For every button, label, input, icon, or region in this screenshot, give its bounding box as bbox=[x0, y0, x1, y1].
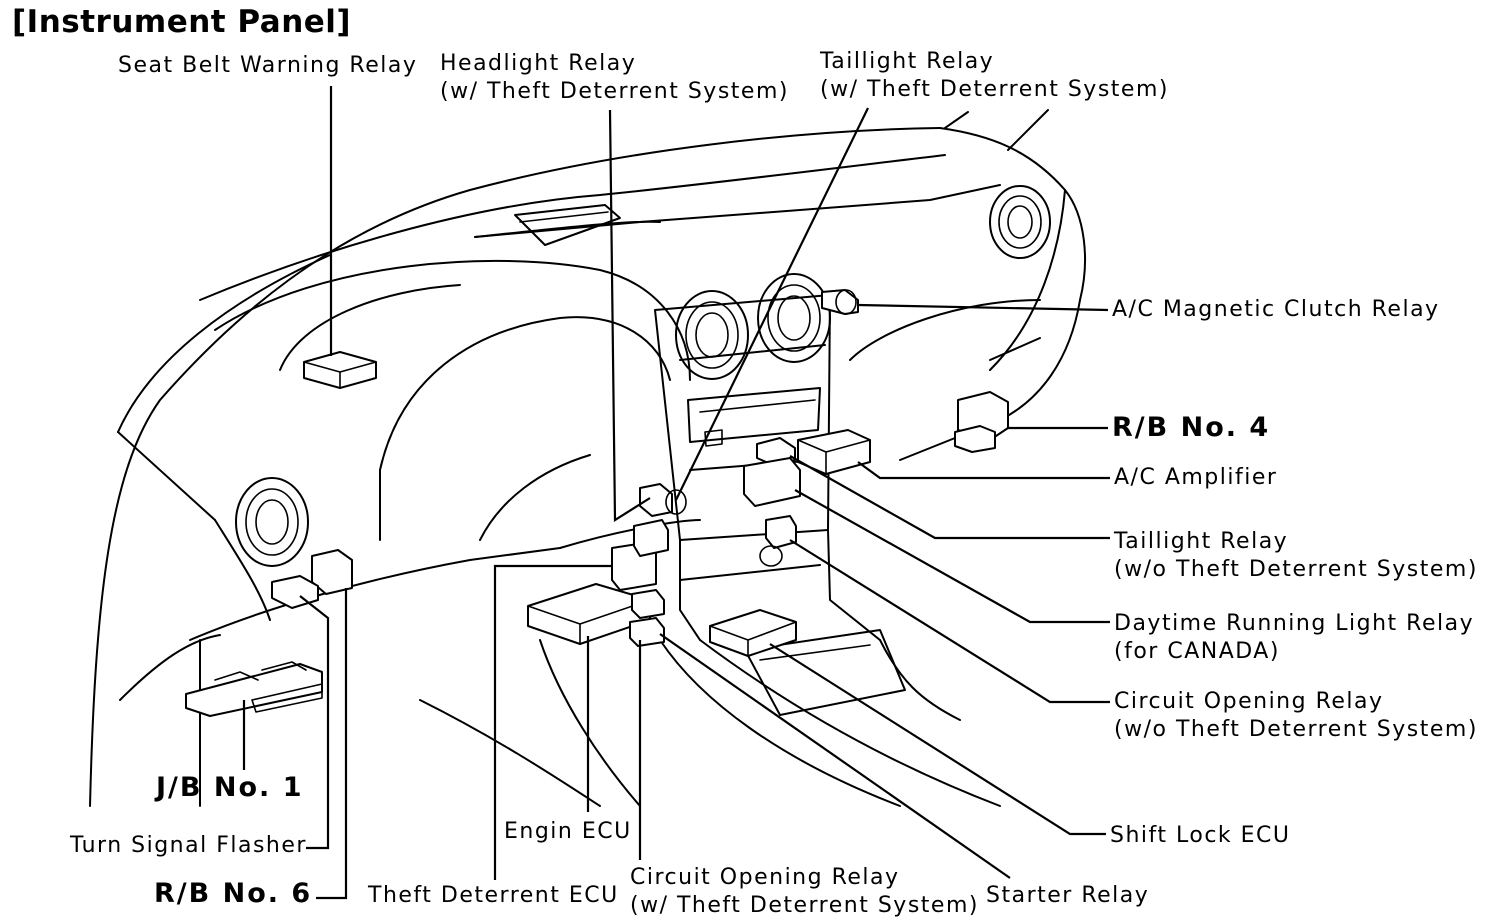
seat-belt-warning-relay-label: Seat Belt Warning Relay bbox=[118, 53, 418, 78]
taillight-relay-wo-label: Taillight Relay (w/o Theft Deterrent Sys… bbox=[1114, 528, 1478, 584]
taillight-relay-w-label-line2: (w/ Theft Deterrent System) bbox=[820, 77, 1169, 102]
dashboard-outline bbox=[89, 109, 1086, 807]
air-vents bbox=[235, 185, 1051, 567]
headlight-relay-label-line1: Headlight Relay bbox=[440, 51, 637, 76]
shift-lock-ecu-label: Shift Lock ECU bbox=[1110, 823, 1291, 848]
page-title: [Instrument Panel] bbox=[12, 4, 352, 40]
circuit-opening-relay-wo-part bbox=[765, 515, 797, 549]
taillight-relay-w-label-line1: Taillight Relay bbox=[820, 49, 995, 74]
leader-shift-lock-ecu bbox=[769, 643, 1106, 836]
ac-magnetic-clutch-relay-label: A/C Magnetic Clutch Relay bbox=[1112, 297, 1440, 322]
seat-belt-warning-relay-part bbox=[303, 351, 377, 389]
leader-starter-relay bbox=[659, 633, 1011, 879]
daytime-running-light-relay-label: Daytime Running Light Relay (for CANADA) bbox=[1114, 610, 1474, 666]
rb-no6-label: R/B No. 6 bbox=[154, 878, 313, 909]
leader-ac-magnetic-clutch-relay bbox=[857, 303, 1109, 312]
circuit-opening-relay-w-label: Circuit Opening Relay (w/ Theft Deterren… bbox=[630, 864, 979, 920]
leader-headlight-relay bbox=[608, 109, 651, 522]
circuit-opening-relay-w-part bbox=[631, 589, 665, 619]
rb-no4-label: R/B No. 4 bbox=[1112, 412, 1271, 443]
leader-taillight-relay-w bbox=[675, 107, 869, 501]
daytime-running-light-relay-part bbox=[743, 457, 801, 507]
starter-relay-part bbox=[629, 617, 665, 647]
components bbox=[185, 289, 1009, 717]
taillight-relay-wo-label-line1: Taillight Relay bbox=[1114, 529, 1289, 554]
turn-signal-flasher-label: Turn Signal Flasher bbox=[70, 833, 307, 858]
leader-circuit-opening-relay-wo bbox=[789, 539, 1110, 704]
leader-ac-amplifier bbox=[857, 461, 1110, 480]
taillight-relay-wo-label-line2: (w/o Theft Deterrent System) bbox=[1114, 557, 1478, 582]
ac-amplifier-label: A/C Amplifier bbox=[1114, 465, 1278, 490]
headlight-relay-label: Headlight Relay (w/ Theft Deterrent Syst… bbox=[440, 50, 789, 106]
leader-theft-deterrent-ecu bbox=[493, 564, 612, 880]
headlight-relay-label-line2: (w/ Theft Deterrent System) bbox=[440, 79, 789, 104]
shift-lock-ecu-part bbox=[709, 609, 797, 657]
leader-daytime-running-light-relay bbox=[794, 489, 1110, 624]
taillight-relay-w-label: Taillight Relay (w/ Theft Deterrent Syst… bbox=[820, 48, 1169, 104]
circuit-opening-relay-wo-label-line2: (w/o Theft Deterrent System) bbox=[1114, 717, 1478, 742]
daytime-running-light-relay-label-line2: (for CANADA) bbox=[1114, 639, 1280, 664]
circuit-opening-relay-wo-label: Circuit Opening Relay (w/o Theft Deterre… bbox=[1114, 688, 1478, 744]
starter-relay-label: Starter Relay bbox=[986, 883, 1150, 908]
leader-rb-no6 bbox=[316, 588, 348, 900]
leader-lines bbox=[242, 86, 1110, 900]
leader-taillight-relay-wo bbox=[789, 455, 1110, 540]
circuit-opening-relay-wo-label-line1: Circuit Opening Relay bbox=[1114, 689, 1384, 714]
jb-no1-label: J/B No. 1 bbox=[156, 772, 304, 803]
headlight-relay-part bbox=[639, 483, 673, 517]
daytime-running-light-relay-label-line1: Daytime Running Light Relay bbox=[1114, 611, 1475, 636]
engin-ecu-label: Engin ECU bbox=[504, 819, 632, 844]
ac-amplifier-part bbox=[797, 429, 871, 475]
theft-deterrent-ecu-label: Theft Deterrent ECU bbox=[368, 883, 619, 908]
circuit-opening-relay-w-label-line2: (w/ Theft Deterrent System) bbox=[630, 893, 979, 918]
leader-turn-signal-flasher bbox=[299, 595, 330, 850]
circuit-opening-relay-w-label-line1: Circuit Opening Relay bbox=[630, 865, 900, 890]
